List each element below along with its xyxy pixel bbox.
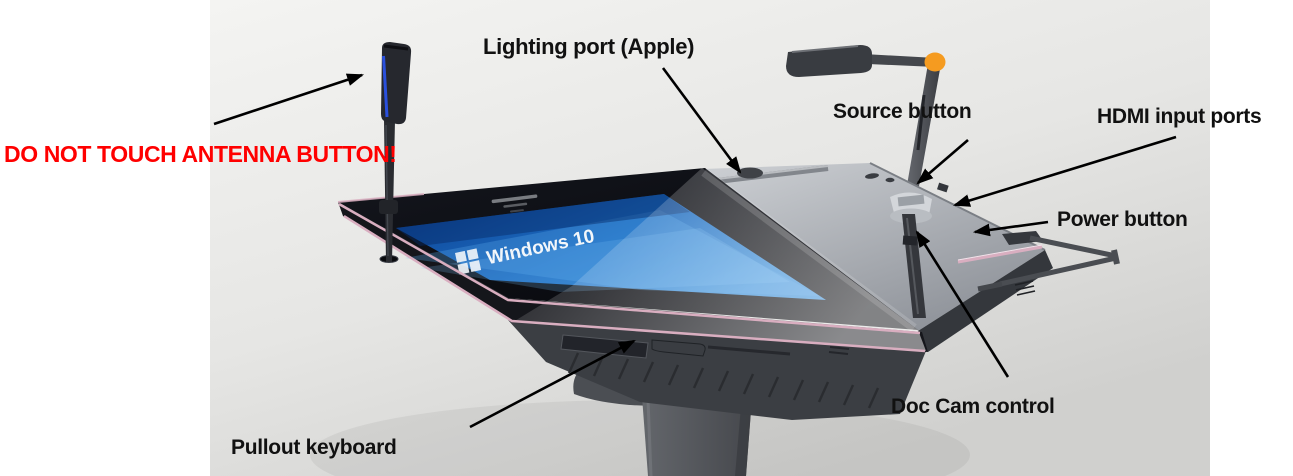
screen-glare	[513, 168, 926, 351]
callout-power-button: Power button	[1057, 208, 1188, 231]
vent-lines	[567, 352, 880, 409]
arrow-pullout-keyboard	[469, 339, 636, 429]
doc-cam-joint	[924, 52, 946, 72]
arrow-doc-cam-control	[915, 230, 1010, 378]
antenna-blue-stripe	[382, 55, 389, 118]
power-button	[1002, 231, 1043, 245]
arrow-hdmi-ports	[952, 135, 1177, 207]
callout-lighting-port: Lighting port (Apple)	[483, 34, 695, 59]
callout-doc-cam-control: Doc Cam control	[891, 395, 1055, 418]
arrow-source-button	[916, 139, 969, 185]
arrow-antenna	[213, 73, 365, 126]
doc-cam-pole-lower	[902, 214, 926, 318]
bezel-brand-mark	[491, 194, 538, 213]
doc-cam-arm	[786, 45, 946, 214]
arrow-lighting-port	[661, 67, 742, 174]
warning-label: DO NOT TOUCH ANTENNA BUTTON!	[4, 141, 397, 167]
antenna	[379, 42, 412, 263]
arrow-power-button	[972, 220, 1049, 237]
callout-hdmi-input-ports: HDMI input ports	[1097, 105, 1262, 128]
annotation-arrows	[213, 67, 1177, 429]
pullout-shelf	[957, 235, 1120, 292]
callout-pullout-keyboard: Pullout keyboard	[231, 436, 397, 459]
touchscreen: Windows 10	[337, 168, 928, 353]
pink-trim	[337, 193, 926, 353]
source-button-cluster	[865, 173, 949, 193]
callout-source-button: Source button	[833, 100, 972, 123]
